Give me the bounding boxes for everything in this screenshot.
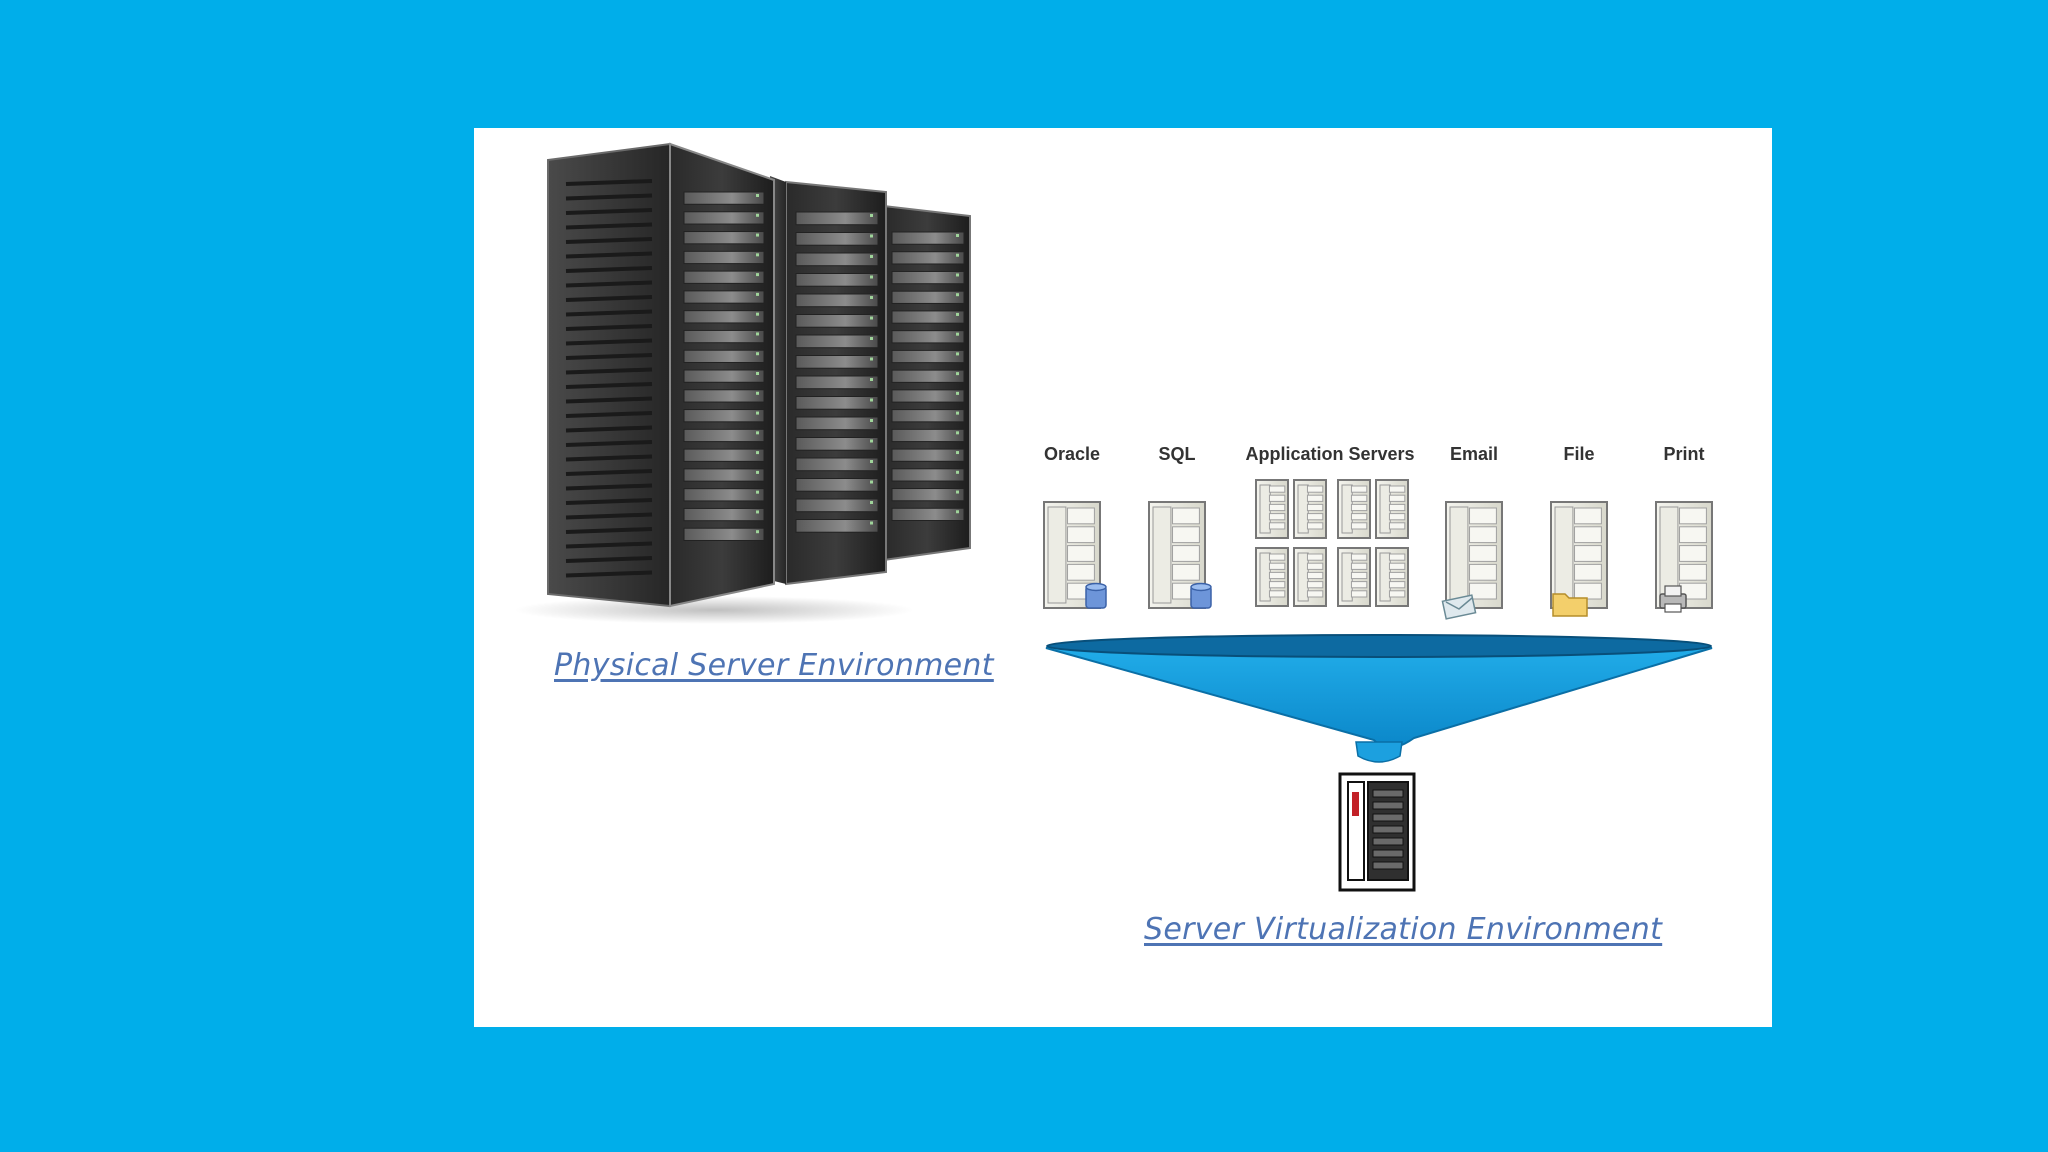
virtualization-host-server — [1338, 772, 1416, 892]
physical-environment-caption: Physical Server Environment — [554, 648, 994, 683]
workload-server-application-servers — [1255, 479, 1409, 607]
workload-label-email: Email — [1449, 444, 1499, 464]
consolidation-funnel — [1045, 634, 1713, 763]
workload-label-application-servers: Application Servers — [1245, 444, 1415, 464]
workload-server-oracle — [1043, 501, 1107, 609]
workload-label-file: File — [1563, 444, 1595, 464]
rack-1 — [547, 142, 775, 608]
workload-server-print — [1655, 501, 1713, 613]
workload-label-print: Print — [1663, 444, 1705, 464]
virtualization-diagram — [1043, 479, 1713, 892]
virtualization-environment-caption: Server Virtualization Environment — [1144, 912, 1663, 947]
server-racks-image — [514, 142, 971, 624]
workload-label-oracle: Oracle — [1043, 444, 1101, 464]
workload-server-email — [1441, 501, 1503, 620]
workload-label-sql: SQL — [1158, 444, 1196, 464]
workload-server-sql — [1148, 501, 1212, 609]
workload-server-file — [1550, 501, 1608, 617]
slide: Oracle SQL Application Servers Email Fil… — [474, 128, 1772, 1027]
